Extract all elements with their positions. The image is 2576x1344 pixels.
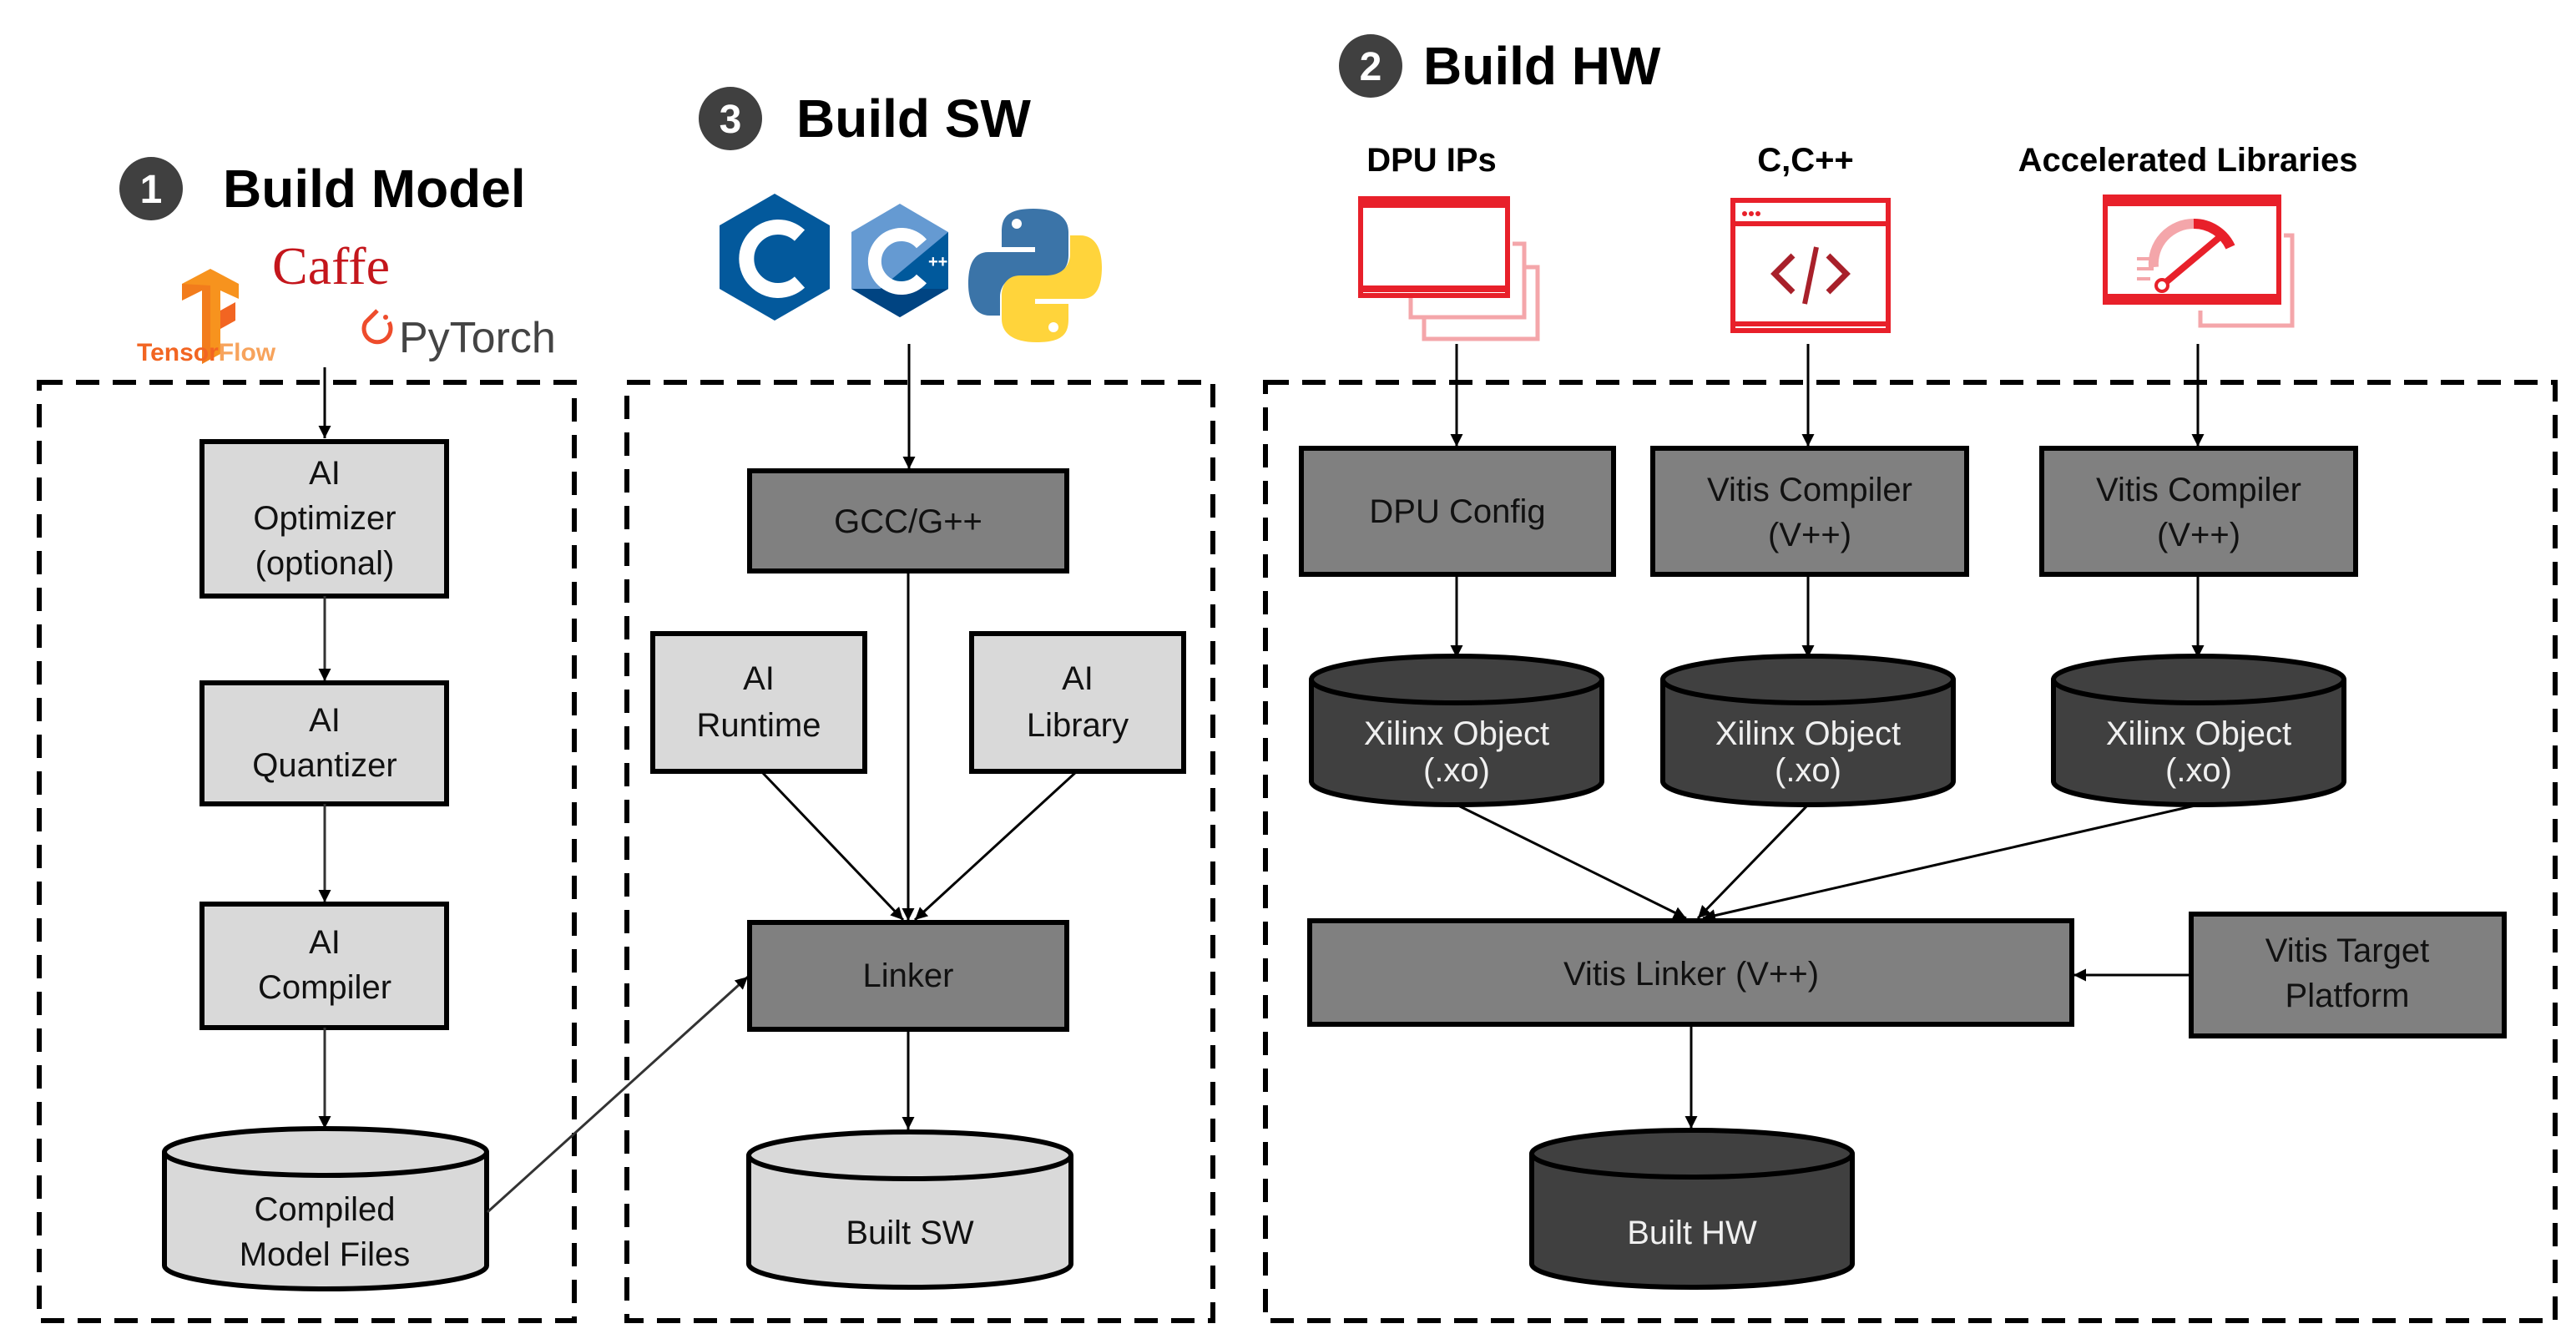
arrow-runtime-to-linker [760,770,905,922]
svg-text:Linker: Linker [863,957,954,994]
svg-text:Vitis Target: Vitis Target [2265,932,2429,969]
svg-text:Vitis Compiler: Vitis Compiler [2096,472,2301,508]
source-label-accelerated-libraries: Accelerated Libraries [2018,142,2358,179]
tensorflow-icon [182,269,239,364]
svg-text:Built HW: Built HW [1627,1215,1757,1251]
svg-text:TensorFlow: TensorFlow [137,339,276,366]
node-vitis-compiler-2: Vitis Compiler (V++) [2039,446,2358,577]
step-title: Build HW [1423,36,1661,96]
step-header-build-model: 1 Build Model [119,157,526,220]
arrow-xo-3-to-linker [1702,803,2200,922]
node-ai-quantizer: AI Quantizer [200,680,449,806]
svg-text:AI: AI [1062,660,1094,697]
step-number: 3 [720,98,742,142]
svg-text:AI: AI [309,455,341,492]
svg-text:Compiled: Compiled [255,1191,396,1228]
svg-text:Runtime: Runtime [697,707,821,744]
node-ai-runtime: AI Runtime [650,631,867,774]
step-number: 2 [1360,45,1382,89]
svg-text:Xilinx Object: Xilinx Object [2106,715,2291,752]
source-label-c-cpp: C,C++ [1757,142,1854,179]
step-title: Build Model [223,159,526,219]
build-hw-container [1263,380,2558,1323]
step-number-badge [119,157,183,220]
caffe-logo: Caffe [272,236,390,296]
svg-text:Xilinx Object: Xilinx Object [1364,715,1549,752]
code-window-icon [1730,198,1891,333]
svg-text:Xilinx Object: Xilinx Object [1715,715,1901,752]
tensorflow-logo: TensorFlow [137,269,276,366]
build-model-container [37,380,577,1323]
node-dpu-config: DPU Config [1299,446,1616,577]
svg-text:AI: AI [309,924,341,961]
pytorch-logo: PyTorch [361,309,556,362]
svg-text:Vitis Compiler: Vitis Compiler [1707,472,1912,508]
node-built-sw: Built SW [746,1129,1073,1290]
svg-text:(V++): (V++) [1768,517,1851,553]
node-built-hw: Built HW [1529,1128,1855,1290]
arrow-model-files-to-linker [486,975,750,1214]
cpp-language-icon: ++ [851,204,948,317]
node-compiled-model-files: Compiled Model Files [162,1126,489,1291]
node-ai-compiler: AI Compiler [200,902,449,1030]
node-ai-optimizer: AI Optimizer (optional) [200,439,449,599]
node-vitis-linker: Vitis Linker (V++) [1307,918,2074,1027]
node-vitis-target-platform: Vitis Target Platform [2189,912,2507,1038]
step-number: 1 [140,168,163,212]
tensorflow-text-b: Flow [219,339,276,366]
svg-text:(V++): (V++) [2157,517,2240,553]
svg-text:Vitis Linker (V++): Vitis Linker (V++) [1563,956,1819,993]
svg-text:GCC/G++: GCC/G++ [834,503,982,540]
step-header-build-sw: 3 Build SW [699,87,1031,150]
arrow-xo-2-to-linker [1696,803,1810,920]
python-icon [968,209,1102,342]
svg-text:Platform: Platform [2286,978,2410,1014]
svg-text:Model Files: Model Files [240,1236,411,1273]
accelerated-library-gauge-icon [2103,195,2295,328]
node-linker: Linker [747,920,1069,1032]
node-vitis-compiler-1: Vitis Compiler (V++) [1650,446,1969,577]
build-sw-container [624,380,1215,1323]
svg-text:(optional): (optional) [255,545,395,582]
node-ai-library: AI Library [969,631,1186,774]
svg-text:DPU Config: DPU Config [1369,493,1545,530]
svg-text:Compiler: Compiler [258,969,391,1006]
step-number-badge [1339,34,1402,98]
svg-text:Built SW: Built SW [846,1215,974,1251]
svg-text:(.xo): (.xo) [2165,752,2232,789]
svg-text:Library: Library [1027,707,1129,744]
arrow-library-to-linker [913,770,1078,922]
svg-text:Quantizer: Quantizer [252,747,397,784]
source-label-dpu-ips: DPU IPs [1366,142,1497,179]
svg-text:AI: AI [309,702,341,739]
pytorch-flame-icon [361,309,393,345]
svg-text:(.xo): (.xo) [1423,752,1490,789]
svg-text:++: ++ [928,253,947,271]
node-xilinx-object-1: Xilinx Object (.xo) [1309,654,1604,807]
step-header-build-hw: 2 Build HW [1339,34,1661,98]
dpu-ip-stack-icon [1358,196,1540,341]
node-xilinx-object-2: Xilinx Object (.xo) [1660,654,1956,807]
node-gcc: GCC/G++ [747,468,1069,573]
tensorflow-text-a: Tensor [137,339,219,366]
svg-text:Optimizer: Optimizer [253,500,396,537]
arrow-xo-1-to-linker [1456,803,1687,920]
svg-text:AI: AI [743,660,775,697]
step-number-badge [699,87,762,150]
node-xilinx-object-3: Xilinx Object (.xo) [2051,654,2346,807]
svg-text:(.xo): (.xo) [1775,752,1841,789]
step-title: Build SW [796,88,1031,149]
pytorch-text: PyTorch [399,314,556,362]
c-language-icon [720,194,830,321]
